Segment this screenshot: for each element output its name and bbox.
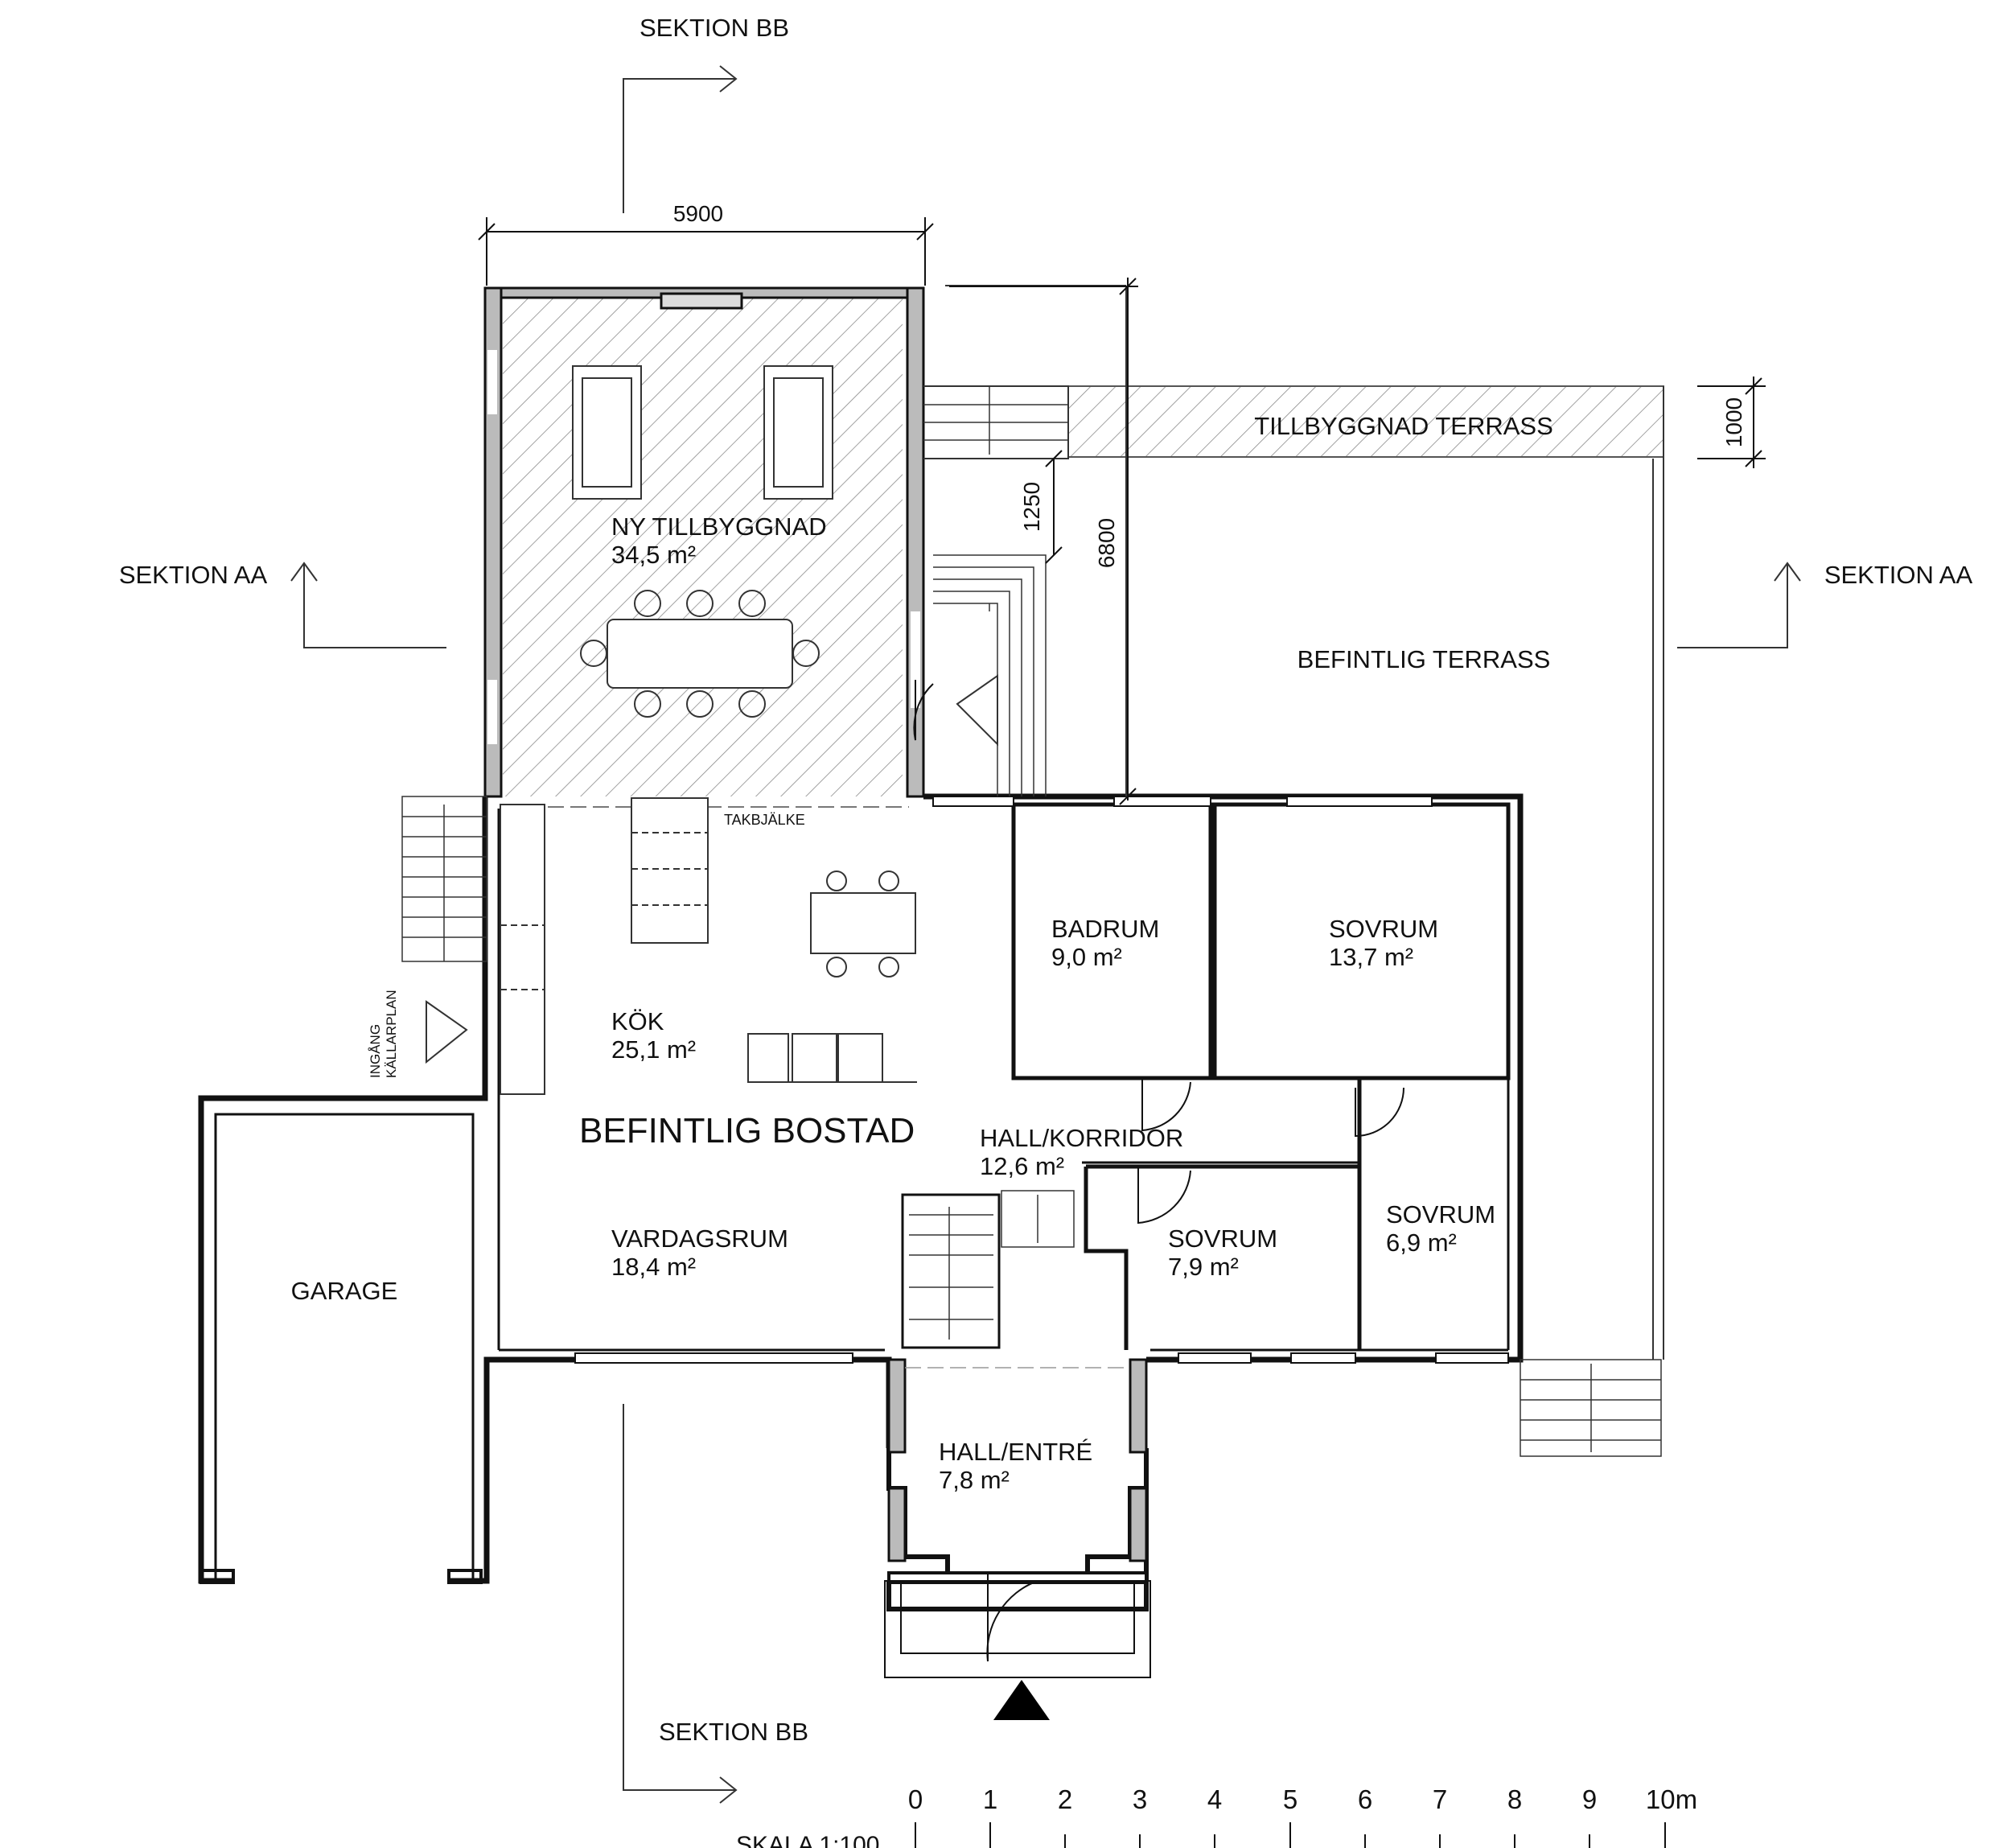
room-name-badrum: BADRUM [1051, 915, 1159, 943]
scale-label: SKALA 1:100 [736, 1832, 879, 1848]
room-area-hall-entre: 7,8 m² [939, 1466, 1010, 1494]
room-area-sovrum-large: 13,7 m² [1329, 943, 1413, 971]
room-name-ny-tillbyggnad: NY TILLBYGGNAD [611, 512, 827, 541]
building-label: BEFINTLIG BOSTAD [579, 1111, 915, 1150]
scale-bar [915, 1822, 1666, 1848]
entry-arrow-icon [993, 1680, 1050, 1720]
new-extension-walls [483, 286, 925, 798]
room-area-ny-tillbyggnad: 34,5 m² [611, 541, 696, 569]
section-aa-right: SEKTION AA [1824, 561, 1973, 589]
terrace-outline [923, 285, 1664, 1360]
scale-tick: 10m [1646, 1784, 1697, 1814]
interior-doors [913, 680, 1404, 1224]
room-name-vardagsrum: VARDAGSRUM [611, 1224, 788, 1253]
dim-terrace-extension: 1000 [1721, 397, 1746, 447]
room-name-hall-korridor: HALL/KORRIDOR [980, 1124, 1183, 1152]
outside-stairs-right [1520, 1359, 1662, 1457]
terrace-stairs [923, 386, 1068, 796]
dim-stair-length: 1250 [1019, 482, 1044, 532]
scale-tick: 2 [1058, 1784, 1072, 1814]
room-name-sovrum-small: SOVRUM [1386, 1200, 1495, 1229]
entry-door [986, 1573, 1038, 1662]
scale-tick: 8 [1507, 1784, 1522, 1814]
furniture-kitchen [500, 797, 917, 1095]
porch [884, 1580, 1151, 1678]
section-bb-bottom: SEKTION BB [659, 1718, 808, 1746]
terrace-extension-label: TILLBYGGNAD TERRASS [1254, 412, 1553, 440]
new-extension-area [503, 296, 903, 796]
section-aa-left: SEKTION AA [119, 561, 268, 589]
room-name-hall-entre: HALL/ENTRÉ [939, 1438, 1092, 1466]
room-area-vardagsrum: 18,4 m² [611, 1253, 696, 1281]
section-bb-top: SEKTION BB [639, 14, 789, 42]
dim-width-top: 5900 [673, 201, 723, 226]
windows [574, 796, 1509, 1364]
room-name-sovrum-mid: SOVRUM [1168, 1224, 1277, 1253]
scale-tick: 0 [908, 1784, 923, 1814]
scale-tick: 4 [1207, 1784, 1222, 1814]
scale-ticks: 0 1 2 3 4 5 6 7 8 9 10m [908, 1784, 1697, 1814]
basement-entry-label-line2: KÄLLARPLAN [384, 990, 399, 1078]
section-markers [290, 65, 1801, 1804]
scale-tick: 5 [1283, 1784, 1297, 1814]
room-name-garage: GARAGE [291, 1277, 398, 1305]
existing-terrace-label: BEFINTLIG TERRASS [1297, 645, 1551, 673]
scale-tick: 9 [1582, 1784, 1597, 1814]
scale-tick: 6 [1358, 1784, 1372, 1814]
garage-door-stub [199, 1569, 235, 1584]
dim-terrace-depth: 6800 [1094, 518, 1119, 568]
interior-stair [909, 1190, 1075, 1340]
room-area-hall-korridor: 12,6 m² [980, 1152, 1064, 1180]
porch-step [900, 1580, 1135, 1654]
terrace-extension-area [1067, 385, 1664, 458]
room-name-kok: KÖK [611, 1007, 664, 1035]
room-area-badrum: 9,0 m² [1051, 943, 1122, 971]
room-area-kok: 25,1 m² [611, 1035, 696, 1064]
entrance-wall-fills [887, 1358, 1148, 1562]
dimension-lines [478, 217, 1766, 805]
scale-tick: 7 [1433, 1784, 1447, 1814]
scale-tick: 1 [983, 1784, 997, 1814]
basement-entry-label-line1: INGÅNG [368, 1024, 383, 1078]
garage-door-stub [447, 1569, 483, 1584]
scale-tick: 3 [1133, 1784, 1147, 1814]
furniture-new-extension [572, 365, 833, 718]
room-name-sovrum-large: SOVRUM [1329, 915, 1438, 943]
room-area-sovrum-mid: 7,9 m² [1168, 1253, 1239, 1281]
basement-stairs [401, 796, 487, 1064]
room-area-sovrum-small: 6,9 m² [1386, 1229, 1457, 1257]
beam-label: TAKBJÄLKE [724, 812, 805, 828]
